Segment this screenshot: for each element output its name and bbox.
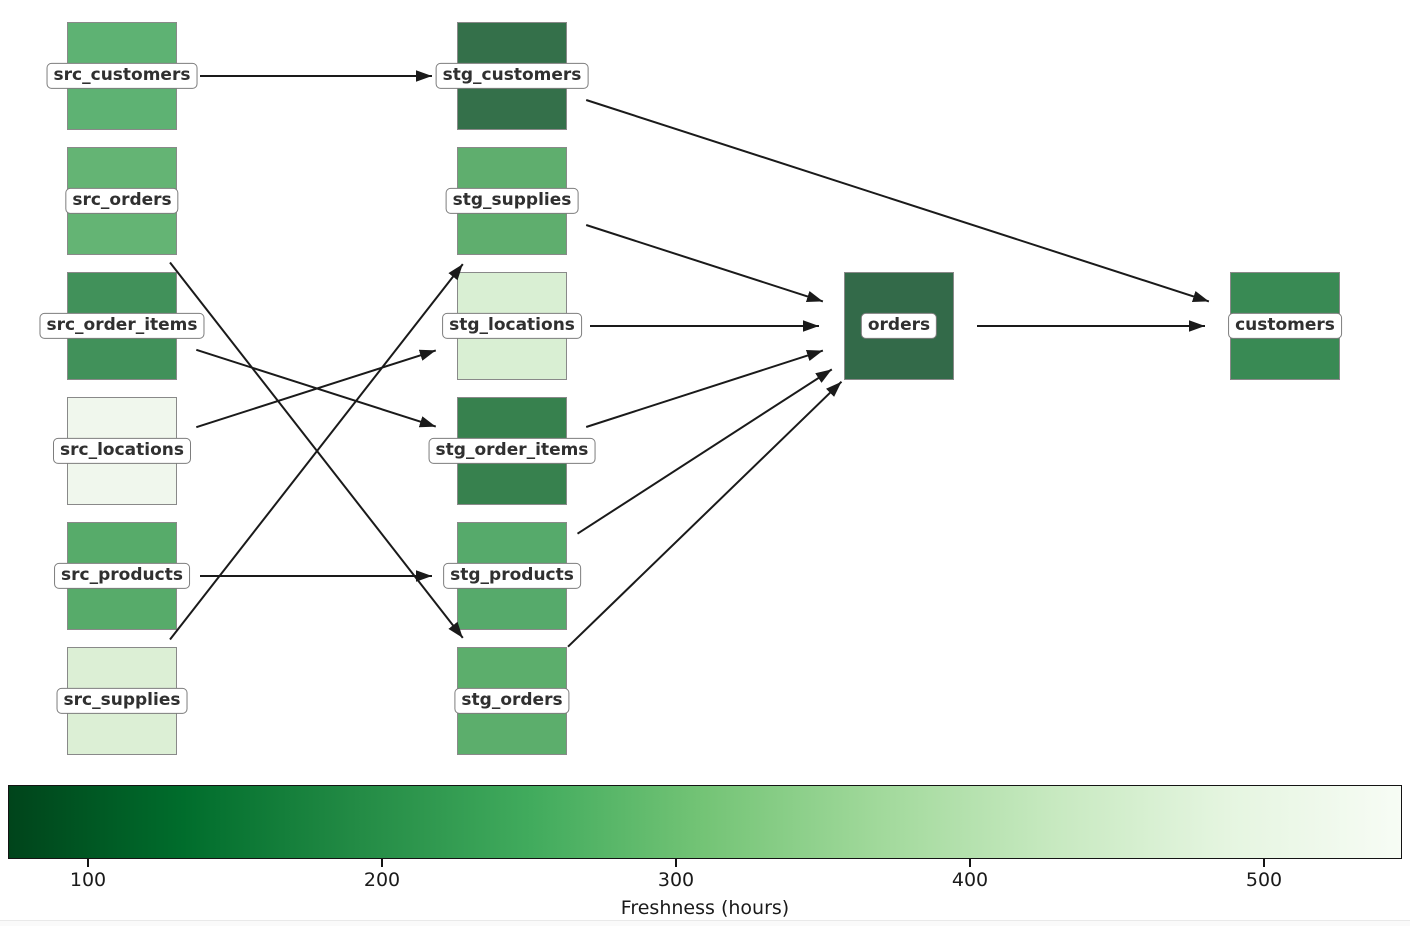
edge-stg_orders-to-orders	[567, 380, 843, 648]
edge-src_supplies-to-stg_supplies	[169, 263, 464, 641]
colorbar-tick-label-300: 300	[657, 869, 695, 891]
node-label-stg_customers: stg_customers	[435, 62, 589, 90]
node-label-stg_locations: stg_locations	[442, 312, 582, 340]
node-label-src_order_items: src_order_items	[39, 312, 205, 340]
node-label-orders: orders	[860, 312, 938, 340]
colorbar-axis-label: Freshness (hours)	[620, 897, 790, 919]
node-label-src_orders: src_orders	[65, 187, 179, 215]
node-label-src_products: src_products	[54, 562, 190, 590]
colorbar-tick-label-500: 500	[1245, 869, 1283, 891]
edge-stg_order_items-to-orders	[585, 349, 824, 428]
colorbar-tick-mark-300	[675, 859, 677, 867]
node-label-stg_order_items: stg_order_items	[428, 437, 596, 465]
colorbar-tick-mark-100	[87, 859, 89, 867]
edge-src_locations-to-stg_locations	[195, 349, 437, 429]
node-label-src_supplies: src_supplies	[56, 687, 188, 715]
node-label-customers: customers	[1228, 312, 1342, 340]
colorbar: 100 200 300 400 500 Freshness (hours)	[8, 785, 1402, 925]
edge-stg_products-to-orders	[576, 368, 833, 535]
colorbar-gradient	[8, 785, 1402, 859]
node-label-src_locations: src_locations	[53, 437, 191, 465]
colorbar-tick-label-200: 200	[363, 869, 401, 891]
node-label-stg_supplies: stg_supplies	[445, 187, 579, 215]
edge-stg_customers-to-customers	[585, 99, 1210, 303]
colorbar-tick-label-400: 400	[951, 869, 989, 891]
colorbar-tick-mark-500	[1263, 859, 1265, 867]
colorbar-tick-label-100: 100	[69, 869, 107, 891]
colorbar-tick-mark-200	[381, 859, 383, 867]
colorbar-tick-mark-400	[969, 859, 971, 867]
edge-stg_supplies-to-orders	[585, 224, 824, 303]
figure-bottom-strip	[0, 920, 1410, 926]
node-label-src_customers: src_customers	[46, 62, 198, 90]
node-label-stg_products: stg_products	[443, 562, 581, 590]
node-label-stg_orders: stg_orders	[454, 687, 570, 715]
